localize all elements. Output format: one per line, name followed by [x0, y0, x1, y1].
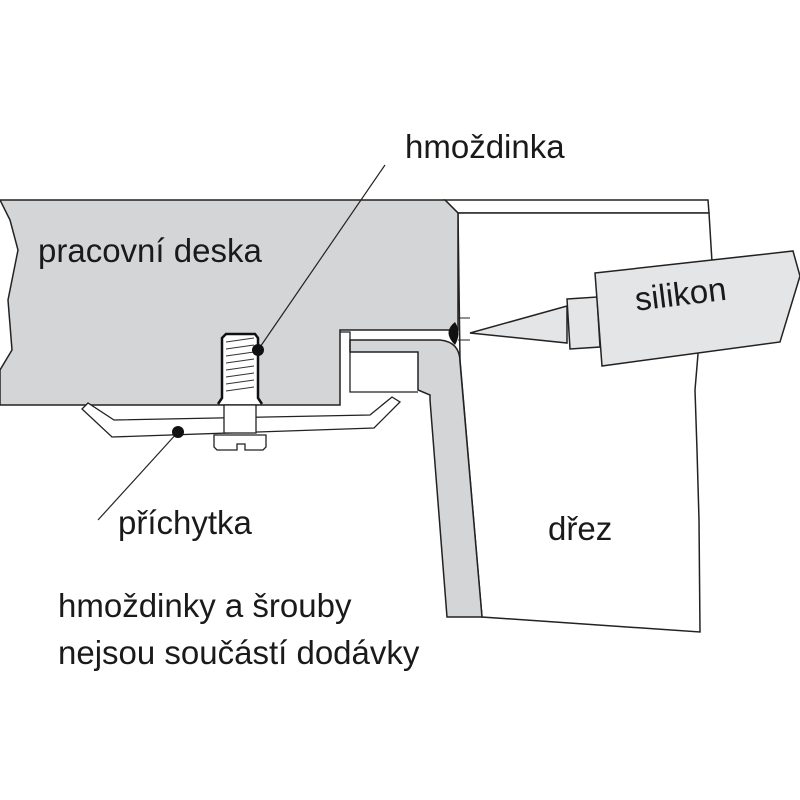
note-line-2: nejsou součástí dodávky: [58, 634, 420, 671]
worktop: [0, 199, 459, 406]
label-clip: příchytka: [118, 504, 252, 541]
dowel-marker: [252, 344, 264, 356]
leader-lines: [97, 164, 386, 521]
clip-marker: [172, 426, 184, 438]
note-line-1: hmoždinky a šrouby: [58, 587, 352, 624]
screw: [213, 404, 267, 451]
dowel: [216, 332, 264, 405]
silicone-bead: [448, 322, 459, 345]
clip-bracket: [81, 396, 402, 438]
silicone-tube: [469, 250, 800, 367]
label-dowel: hmoždinka: [405, 128, 565, 165]
joint-line: [458, 317, 470, 341]
sink-lip-edge: [340, 331, 418, 393]
sink-rim-strip: [443, 199, 710, 214]
sink-wall: [349, 339, 483, 618]
label-worktop: pracovní deska: [38, 232, 262, 269]
label-sink: dřez: [548, 510, 613, 547]
